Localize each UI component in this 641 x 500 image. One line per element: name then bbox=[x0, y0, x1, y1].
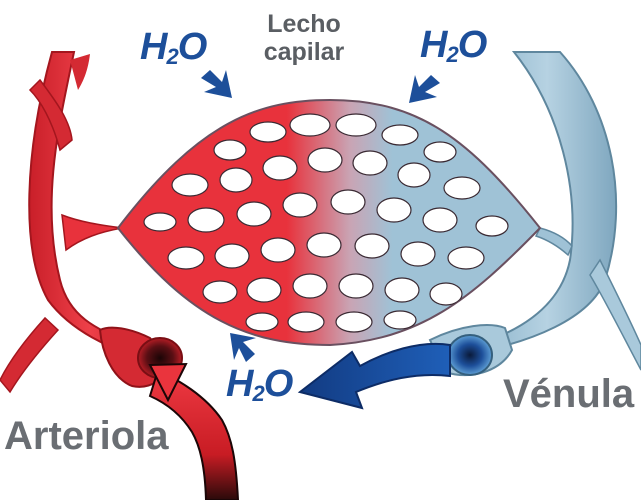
water-label-top-left: H2O bbox=[140, 28, 207, 66]
title-line-1: Lecho bbox=[248, 10, 360, 38]
diagonal-arrow-in-icon bbox=[230, 333, 256, 362]
water-label-bottom: H2O bbox=[226, 365, 293, 403]
arteriole-label: Arteriola bbox=[4, 416, 169, 456]
water-label-top-right: H2O bbox=[420, 26, 487, 64]
capillary-bed bbox=[118, 100, 540, 345]
blood-outflow-arrow bbox=[300, 344, 450, 408]
title-line-2: capilar bbox=[248, 38, 360, 66]
diagonal-arrow-in-icon bbox=[409, 75, 440, 103]
venule-label: Vénula bbox=[503, 374, 634, 414]
diagonal-arrow-in-icon bbox=[201, 70, 232, 98]
capillary-bed-title: Lecho capilar bbox=[248, 10, 360, 66]
